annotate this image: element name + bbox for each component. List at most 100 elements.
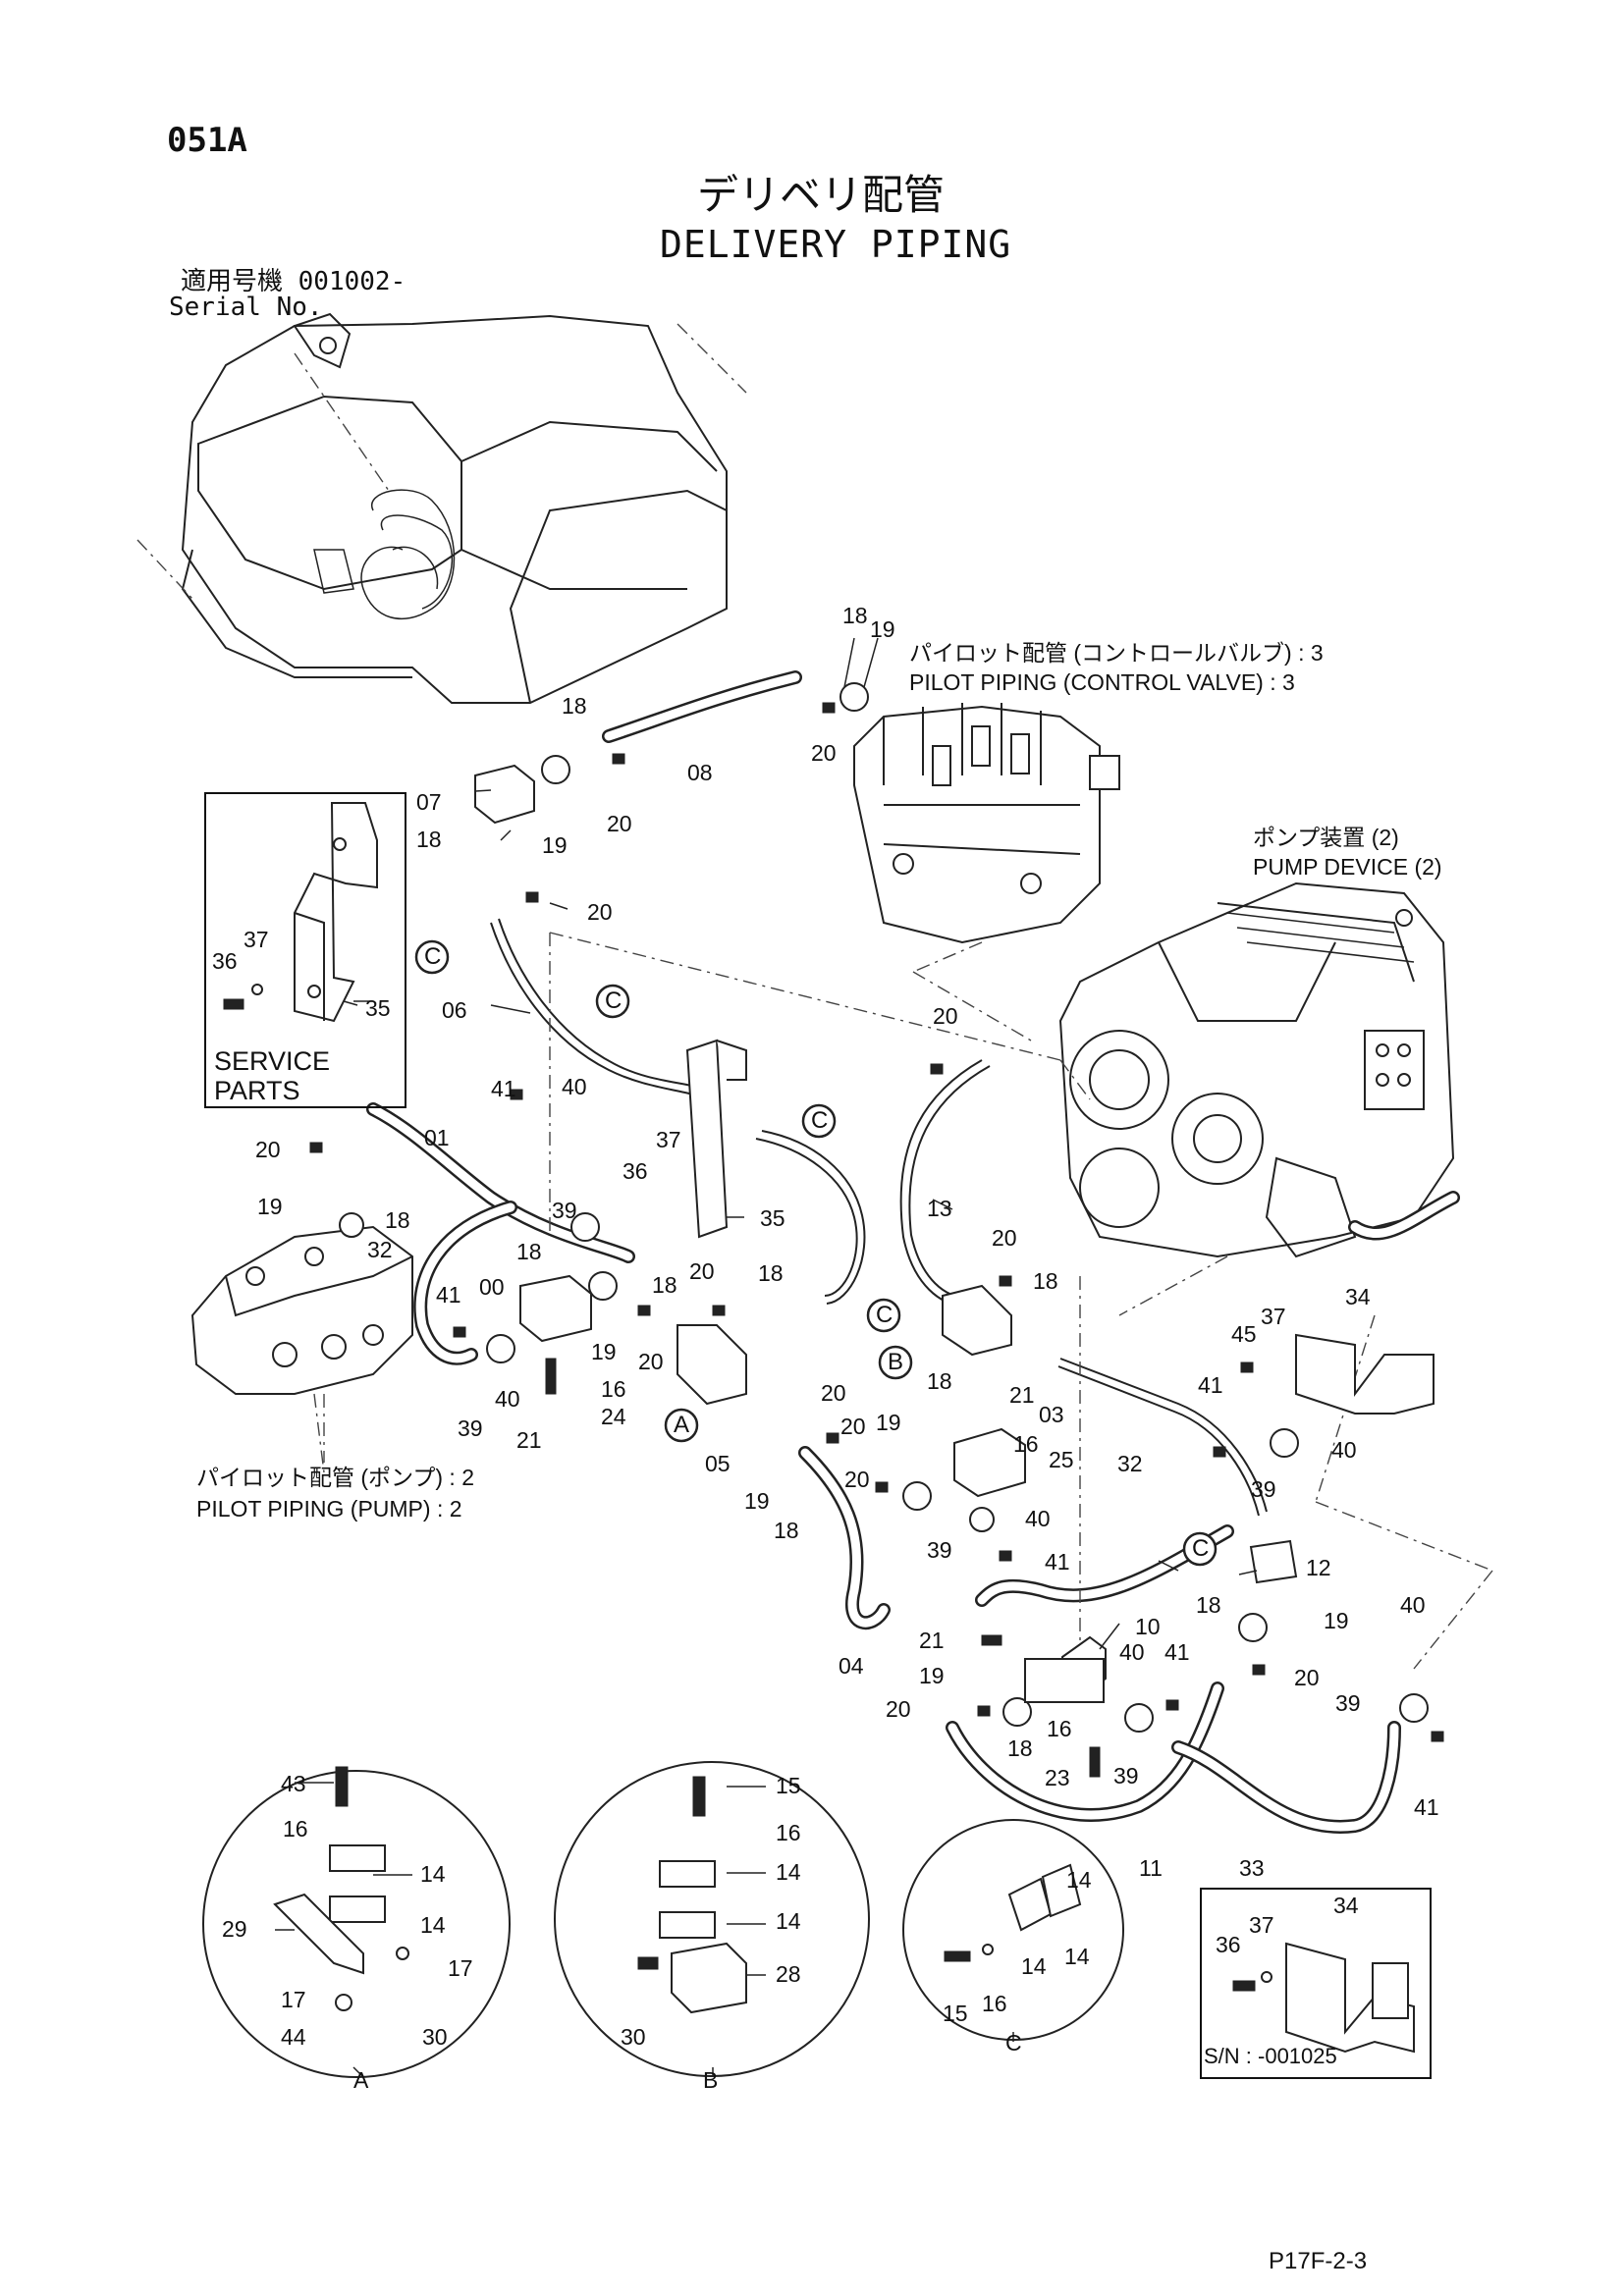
fittings	[309, 682, 1444, 1778]
part-number: 18	[652, 1272, 677, 1298]
part-number: 19	[542, 832, 568, 858]
part-number: 20	[886, 1696, 911, 1722]
pipes	[490, 918, 1268, 1517]
part-number: 43	[281, 1771, 306, 1796]
part-number: 20	[811, 740, 837, 766]
part-number: 33	[1239, 1855, 1265, 1881]
part-number: 12	[1306, 1555, 1331, 1580]
part-number: 18	[774, 1518, 799, 1543]
part-number: 10	[1135, 1614, 1161, 1639]
part-number: 39	[552, 1198, 577, 1223]
detail-circles	[202, 1761, 1124, 2078]
part-number: 20	[821, 1380, 846, 1406]
part-number: 20	[638, 1349, 664, 1374]
part-number: 32	[1117, 1451, 1143, 1476]
part-number: 19	[591, 1339, 617, 1364]
part-number: 20	[1294, 1665, 1320, 1690]
page-title: DELIVERY PIPING	[660, 223, 1012, 266]
part-number: 16	[1047, 1716, 1072, 1741]
part-number: 14	[1064, 1944, 1090, 1969]
part-number: 15	[943, 2001, 968, 2026]
caption-pilot-cv-jp: パイロット配管 (コントロールバルブ) : 3	[909, 640, 1324, 666]
part-number: 18	[562, 693, 587, 719]
part-number: 05	[705, 1451, 731, 1476]
part-number: 16	[283, 1816, 308, 1842]
service-parts-label-line2: PARTS	[214, 1076, 300, 1105]
part-number: 19	[876, 1410, 901, 1435]
callout-c-1: C	[424, 943, 442, 970]
leader-lines	[275, 637, 1258, 2078]
detail-label-b: B	[703, 2067, 719, 2093]
part-number: 35	[760, 1205, 785, 1231]
part-number: 37	[1249, 1912, 1274, 1938]
part-number: 19	[919, 1663, 945, 1688]
part-number: 35	[365, 995, 391, 1021]
part-number: 06	[442, 997, 467, 1023]
part-number: 18	[416, 827, 442, 852]
part-number: 40	[562, 1074, 587, 1099]
part-number: 40	[1331, 1437, 1357, 1463]
part-number: 18	[1196, 1592, 1221, 1618]
part-number: 39	[1251, 1476, 1276, 1502]
part-number: 16	[776, 1820, 801, 1845]
part-number: 40	[1025, 1506, 1051, 1531]
part-number: 14	[420, 1861, 446, 1887]
part-number: 39	[927, 1537, 952, 1563]
caption-pump-en: PUMP DEVICE (2)	[1253, 854, 1442, 880]
caption-pilot-pump-jp: パイロット配管 (ポンプ) : 2	[196, 1465, 474, 1490]
detail-label-a: A	[353, 2067, 369, 2093]
part-number: 20	[933, 1003, 958, 1029]
pump-device-illustration	[1058, 881, 1460, 1316]
serial-applicability: 適用号機 001002-	[181, 267, 406, 296]
part-number: 18	[758, 1260, 784, 1286]
page-code: 051A	[167, 121, 247, 160]
part-number: 18	[1033, 1268, 1058, 1294]
callout-b: B	[888, 1349, 904, 1375]
part-number: 20	[689, 1258, 715, 1284]
service-parts-illustration	[223, 802, 378, 1023]
part-number: 40	[1400, 1592, 1426, 1618]
service-parts-label-line1: SERVICE	[214, 1046, 331, 1076]
part-number: 00	[479, 1274, 505, 1300]
part-number: 41	[436, 1282, 461, 1308]
part-number: 14	[1021, 1953, 1047, 1979]
part-number: 37	[244, 927, 269, 952]
part-number: 15	[776, 1773, 801, 1798]
part-number: 41	[1164, 1639, 1190, 1665]
part-number: 18	[842, 603, 868, 628]
part-number: 36	[623, 1158, 648, 1184]
part-number: 41	[1045, 1549, 1070, 1575]
part-number: 19	[870, 616, 895, 642]
part-number: 13	[927, 1196, 952, 1221]
part-number: 39	[1113, 1763, 1139, 1789]
part-number: 39	[1335, 1690, 1361, 1716]
part-number: 04	[839, 1653, 864, 1679]
machine-body-illustration	[136, 312, 747, 704]
part-number: 24	[601, 1404, 626, 1429]
part-number: 08	[687, 760, 713, 785]
part-number: 21	[1009, 1382, 1035, 1408]
part-number: 17	[448, 1955, 473, 1981]
part-number: 20	[992, 1225, 1017, 1251]
part-number: 37	[1261, 1304, 1286, 1329]
part-number: 01	[424, 1125, 450, 1150]
part-number: 17	[281, 1987, 306, 2012]
page-footer-code: P17F-2-3	[1269, 2248, 1368, 2274]
page-title-japanese: デリベリ配管	[697, 171, 946, 219]
part-number: 34	[1333, 1893, 1359, 1918]
part-number: 20	[844, 1467, 870, 1492]
part-number: 40	[1119, 1639, 1145, 1665]
part-number: 18	[1007, 1735, 1033, 1761]
caption-pilot-cv-en: PILOT PIPING (CONTROL VALVE) : 3	[909, 669, 1295, 695]
part-number: 20	[255, 1137, 281, 1162]
callout-c-2: C	[605, 988, 623, 1014]
part-number: 45	[1231, 1321, 1257, 1347]
part-number: 14	[776, 1859, 801, 1885]
part-number: 41	[1198, 1372, 1223, 1398]
part-number: 18	[385, 1207, 410, 1233]
part-number: 16	[1013, 1431, 1039, 1457]
part-number: 20	[607, 811, 632, 836]
control-valve-illustration	[853, 703, 1120, 1041]
part-number: 18	[516, 1239, 542, 1264]
